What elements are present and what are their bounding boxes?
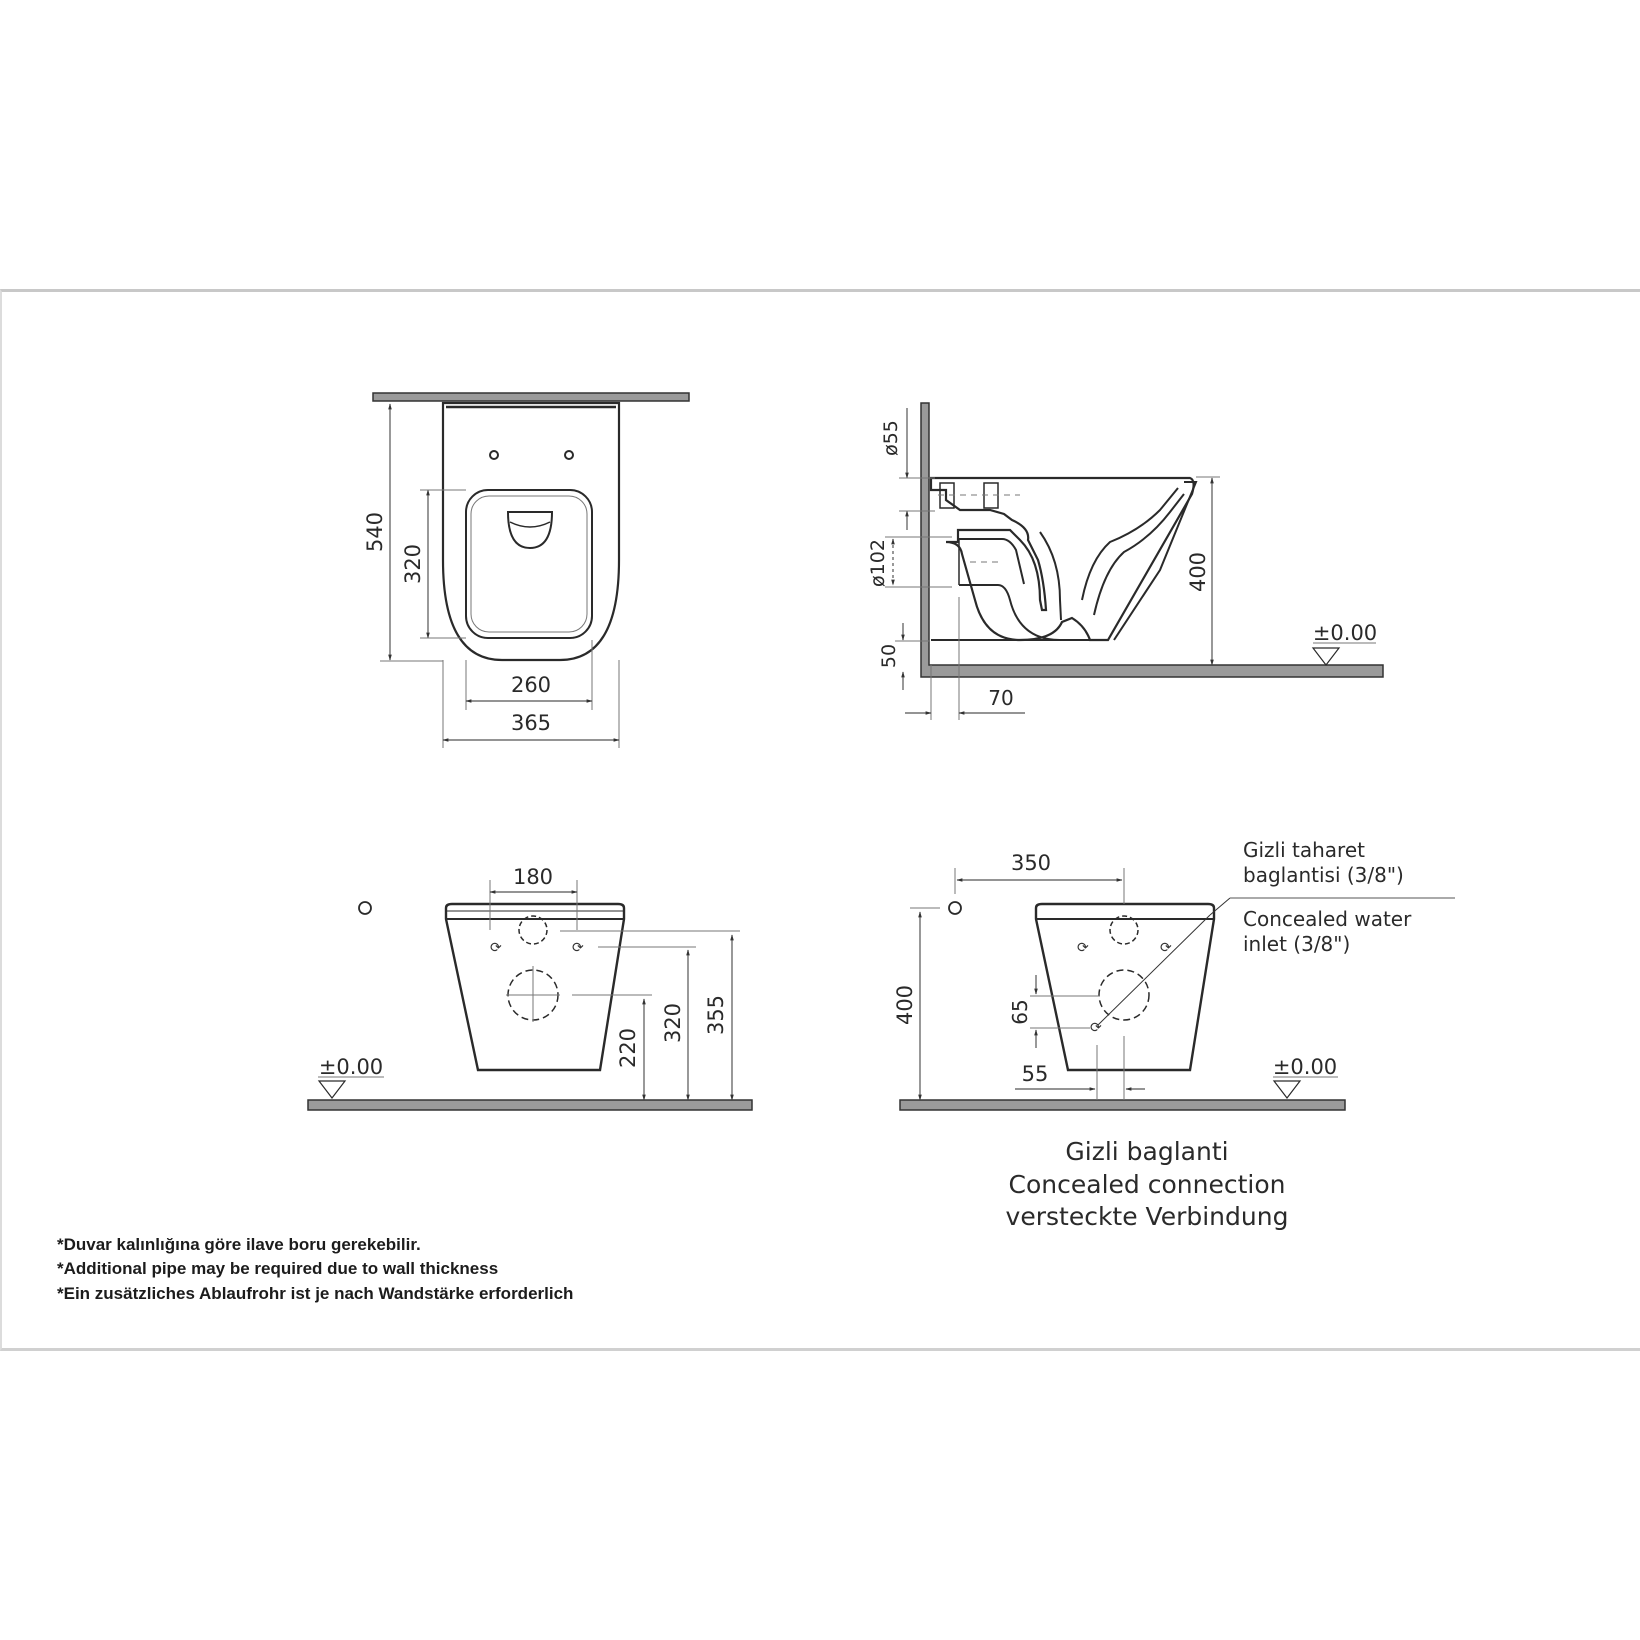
dim-220: 220	[616, 1028, 640, 1068]
dim-65: 65	[1008, 999, 1032, 1024]
inlet-circle	[518, 915, 548, 945]
inlet-circle	[1109, 915, 1139, 945]
fixing-icon: ⟳	[490, 940, 502, 956]
concealed-view: ⟳ ⟳ ⟳	[899, 868, 1455, 1111]
caption-en: Concealed connection	[1009, 1170, 1286, 1199]
bowl-front	[1034, 902, 1216, 1072]
dim-400: 400	[893, 985, 917, 1025]
callout-en-line2: inlet (3/8")	[1243, 932, 1350, 956]
fixing-hole-icon	[489, 450, 499, 460]
side-view	[885, 402, 1384, 720]
fixing-hole-icon	[564, 450, 574, 460]
dim-350: 350	[1011, 851, 1051, 875]
wall-bar	[372, 392, 690, 402]
dim-180: 180	[513, 865, 553, 889]
wall-floor-section	[920, 402, 1384, 678]
dim-320: 320	[661, 1003, 685, 1043]
level-marker-icon	[1272, 1080, 1302, 1099]
flush-outlet-icon	[506, 511, 554, 550]
dim-outlet-diameter: ø102	[867, 539, 889, 587]
origin-mark-icon	[358, 901, 372, 915]
dim-rim-height: 400	[1186, 552, 1210, 592]
dim-320: 320	[401, 544, 425, 584]
fixing-icon: ⟳	[572, 940, 584, 956]
callout-tr-line2: baglantisi (3/8")	[1243, 863, 1404, 887]
level-label: ±0.00	[1313, 621, 1377, 645]
dim-540: 540	[363, 512, 387, 552]
dim-bottom-clearance: 50	[878, 644, 900, 668]
level-label: ±0.00	[1273, 1055, 1337, 1079]
dim-inlet-diameter: ø55	[880, 420, 902, 456]
level-marker-icon	[1311, 647, 1341, 666]
callout-en-line1: Concealed water	[1243, 907, 1412, 931]
seat-opening	[465, 489, 593, 639]
bowl-front	[444, 902, 626, 1072]
rear-view: ⟳ ⟳	[307, 880, 753, 1111]
floor-bar	[307, 1099, 753, 1111]
dim-355: 355	[704, 995, 728, 1035]
note-de: *Ein zusätzliches Ablaufrohr ist je nach…	[57, 1284, 573, 1303]
dim-55: 55	[1022, 1062, 1049, 1086]
bowl-profile	[929, 476, 1195, 642]
floor-bar	[899, 1099, 1346, 1111]
outlet-circle	[1098, 969, 1150, 1021]
drawing-frame	[0, 289, 1640, 1351]
dim-365: 365	[511, 711, 551, 735]
origin-mark-icon	[948, 901, 962, 915]
top-view	[372, 392, 690, 748]
caption-tr: Gizli baglanti	[1065, 1137, 1228, 1166]
bowl-outline	[441, 401, 621, 662]
level-label: ±0.00	[319, 1055, 383, 1079]
dim-260: 260	[511, 673, 551, 697]
dim-outlet-offset: 70	[988, 686, 1013, 710]
fixing-icon: ⟳	[1160, 940, 1172, 956]
note-tr: *Duvar kalınlığına göre ilave boru gerek…	[57, 1235, 421, 1254]
fixing-icon: ⟳	[1077, 940, 1089, 956]
note-en: *Additional pipe may be required due to …	[57, 1259, 498, 1278]
callout-tr-line1: Gizli taharet	[1243, 838, 1365, 862]
level-marker-icon	[317, 1080, 347, 1099]
caption-de: versteckte Verbindung	[1006, 1202, 1289, 1231]
